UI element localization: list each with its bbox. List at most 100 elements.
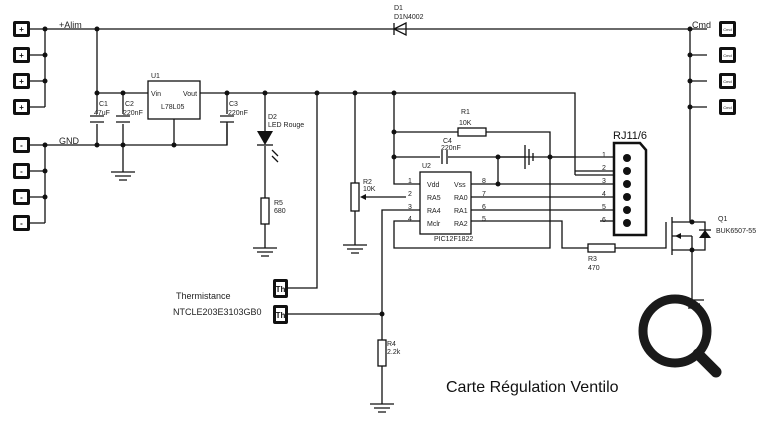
u2-pin-num: 6	[482, 204, 486, 211]
capacitor-c4: C4 220nF	[441, 138, 461, 164]
resistor-r5: R5 680	[260, 197, 286, 248]
connector-rj11[interactable]: RJ11/6 1 2 3 4 5 6	[602, 130, 648, 237]
net-label-cmd: Cmd	[692, 20, 711, 30]
u1-value: L78L05	[161, 104, 184, 111]
rj11-pin: 5	[602, 204, 606, 211]
terminal-minus-1[interactable]: -	[13, 137, 30, 153]
potentiometer-r2: R2 10K	[350, 93, 406, 245]
u2-ref: U2	[422, 163, 431, 170]
rj11-pin: 6	[602, 217, 606, 224]
plus-bus-wires	[30, 26, 690, 108]
thermistor-label: Thermistance	[176, 291, 231, 301]
u2-pin-num: 1	[408, 178, 412, 185]
u2-pin-ra0: RA0	[454, 195, 468, 202]
r1-ref: R1	[461, 109, 470, 116]
thermistor-terminals: Th Th	[273, 279, 288, 324]
terminal-th-1[interactable]: Th	[273, 279, 288, 298]
c1-ref: C1	[99, 101, 108, 108]
r4-ref: R4	[387, 341, 396, 348]
u2-pin-num: 8	[482, 178, 486, 185]
r2-ref: R2	[363, 179, 372, 186]
diode-d1: D1 D1N4002	[392, 5, 424, 37]
terminal-label: -	[20, 193, 23, 202]
c3-ref: C3	[229, 101, 238, 108]
r5-ref: R5	[274, 200, 283, 207]
c2-ref: C2	[125, 101, 134, 108]
u2-pin-num: 3	[408, 204, 412, 211]
q1-ref: Q1	[718, 216, 727, 223]
q1-value: BUK6507-55	[716, 228, 756, 235]
u2-pin-ra4: RA4	[427, 208, 441, 215]
terminal-plus-3[interactable]: +	[13, 73, 30, 89]
terminal-minus-2[interactable]: -	[13, 163, 30, 179]
terminal-label: Cmd	[723, 105, 731, 110]
terminal-label: Th	[276, 285, 286, 294]
terminal-th-2[interactable]: Th	[273, 305, 288, 324]
rj11-ref: RJ11/6	[613, 130, 647, 142]
u1-ref: U1	[151, 73, 160, 80]
mosfet-q1: Q1 BUK6507-55	[671, 216, 756, 300]
capacitor-c1: C1 47uF	[90, 101, 110, 123]
minus-terminals: - - - -	[13, 137, 30, 231]
u2-pin-vss: Vss	[454, 182, 466, 189]
regulator-u1: U1 Vin Vout L78L05	[147, 73, 201, 120]
rj11-pin: 4	[602, 191, 606, 198]
u2-value: PIC12F1822	[434, 236, 473, 243]
magnifier-icon[interactable]	[638, 294, 722, 378]
supply-wires	[94, 29, 576, 175]
resistor-r1: R1 10K	[457, 109, 487, 137]
resistor-r3: R3 470	[587, 222, 667, 272]
u2-pin-num: 4	[408, 216, 412, 223]
terminal-plus-4[interactable]: +	[13, 99, 30, 115]
ground-symbol-3	[343, 244, 367, 254]
terminal-cmd-1[interactable]: Cmd	[719, 21, 736, 37]
u2-pin-ra5: RA5	[427, 195, 441, 202]
capacitor-c2: C2 220nF	[116, 101, 143, 123]
terminal-minus-4[interactable]: -	[13, 215, 30, 231]
u1-pin-vin: Vin	[151, 91, 161, 98]
terminal-cmd-3[interactable]: Cmd	[719, 73, 736, 89]
cmd-bus-wires	[687, 26, 707, 222]
r5-value: 680	[274, 208, 286, 215]
ground-symbol-2	[253, 247, 277, 257]
u2-pin-vdd: Vdd	[427, 182, 440, 189]
r2-value: 10K	[363, 186, 376, 193]
terminal-label: -	[20, 141, 23, 150]
u2-pin-num: 5	[482, 216, 486, 223]
capacitor-c3: C3 220nF	[220, 101, 248, 145]
ground-symbol-1	[111, 145, 135, 181]
microcontroller-u2: U2 PIC12F1822 1 2 3 4 Vdd RA5 RA4 Mclr 8…	[408, 163, 486, 243]
c2-value: 220nF	[123, 110, 143, 117]
led-d2: D2 LED Rouge	[257, 93, 304, 198]
d1-ref: D1	[394, 5, 403, 12]
terminal-plus-1[interactable]: +	[13, 21, 30, 37]
c1-value: 47uF	[94, 110, 110, 117]
terminal-cmd-4[interactable]: Cmd	[719, 99, 736, 115]
u2-pin-ra2: RA2	[454, 221, 468, 228]
terminal-label: -	[20, 167, 23, 176]
u2-pin-mclr: Mclr	[427, 221, 441, 228]
c4-value: 220nF	[441, 145, 461, 152]
terminal-label: +	[19, 51, 24, 60]
resistor-r4: R4 2.2k	[377, 314, 401, 404]
terminal-cmd-2[interactable]: Cmd	[719, 47, 736, 63]
r1-value: 10K	[459, 120, 472, 127]
u2-pin-num: 7	[482, 191, 486, 198]
plus-terminals: + + + +	[13, 21, 30, 115]
terminal-plus-2[interactable]: +	[13, 47, 30, 63]
terminal-minus-3[interactable]: -	[13, 189, 30, 205]
u1-pin-vout: Vout	[183, 91, 197, 98]
ground-symbol-4	[498, 145, 534, 169]
thermistor-part-number: NTCLE203E3103GB0	[173, 307, 262, 317]
terminal-label: Cmd	[723, 79, 731, 84]
r3-ref: R3	[588, 256, 597, 263]
board-title: Carte Régulation Ventilo	[446, 379, 619, 396]
terminal-label: +	[19, 25, 24, 34]
d1-value: D1N4002	[394, 14, 424, 21]
r4-value: 2.2k	[387, 349, 401, 356]
rj11-pin: 1	[602, 152, 606, 159]
terminal-label: +	[19, 103, 24, 112]
u2-pin-ra1: RA1	[454, 208, 468, 215]
terminal-label: Cmd	[723, 27, 731, 32]
